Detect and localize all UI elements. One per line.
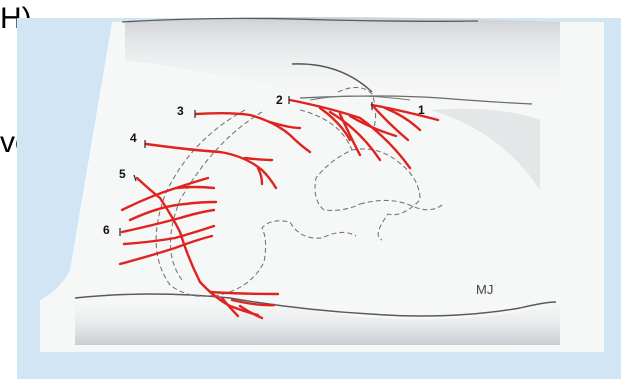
- label-4: 4: [130, 131, 137, 145]
- label-6: 6: [103, 223, 110, 237]
- label-2: 2: [276, 93, 283, 107]
- label-1: 1: [418, 103, 425, 117]
- artist-signature: MJ: [476, 282, 493, 297]
- label-5: 5: [119, 167, 126, 181]
- label-3: 3: [177, 104, 184, 118]
